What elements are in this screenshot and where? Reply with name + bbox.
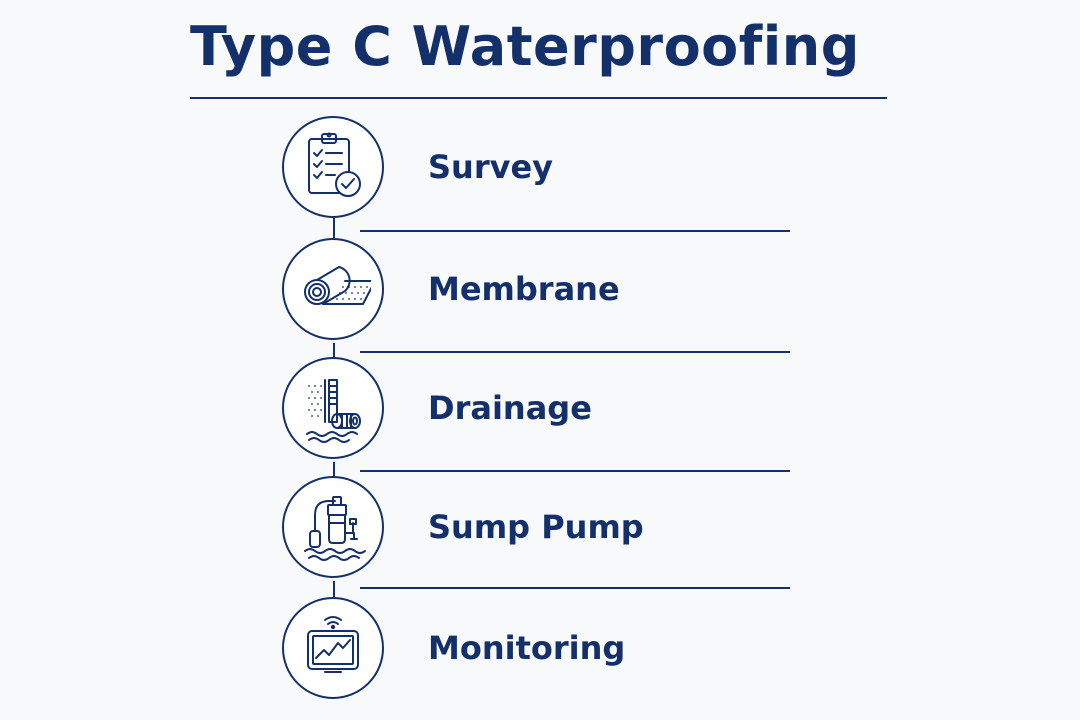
step-icon-circle [282,116,384,218]
sump-pump-icon [304,496,366,561]
step-label: Drainage [428,389,592,427]
page-title: Type C Waterproofing [190,15,860,78]
step-divider [360,230,790,232]
step-connector [333,217,335,238]
step-survey: Survey [282,116,802,232]
step-sump-pump: Sump Pump [282,476,802,589]
monitoring-screen-icon [307,616,359,673]
step-divider [360,587,790,589]
drainage-channel-icon [306,379,361,443]
step-connector [333,343,335,358]
step-label: Monitoring [428,629,626,667]
step-drainage: Drainage [282,357,802,472]
clipboard-check-icon [308,132,361,197]
step-divider [360,470,790,472]
step-icon-circle [282,597,384,699]
step-icon-circle [282,357,384,459]
title-divider [190,97,887,99]
step-icon-circle [282,476,384,578]
step-label: Membrane [428,270,620,308]
step-connector [333,462,335,477]
step-label: Survey [428,148,554,186]
step-label: Sump Pump [428,508,644,546]
step-monitoring: Monitoring [282,597,802,703]
step-connector [333,581,335,597]
membrane-roll-icon [304,266,371,305]
step-icon-circle [282,238,384,340]
step-divider [360,351,790,353]
step-membrane: Membrane [282,238,802,353]
